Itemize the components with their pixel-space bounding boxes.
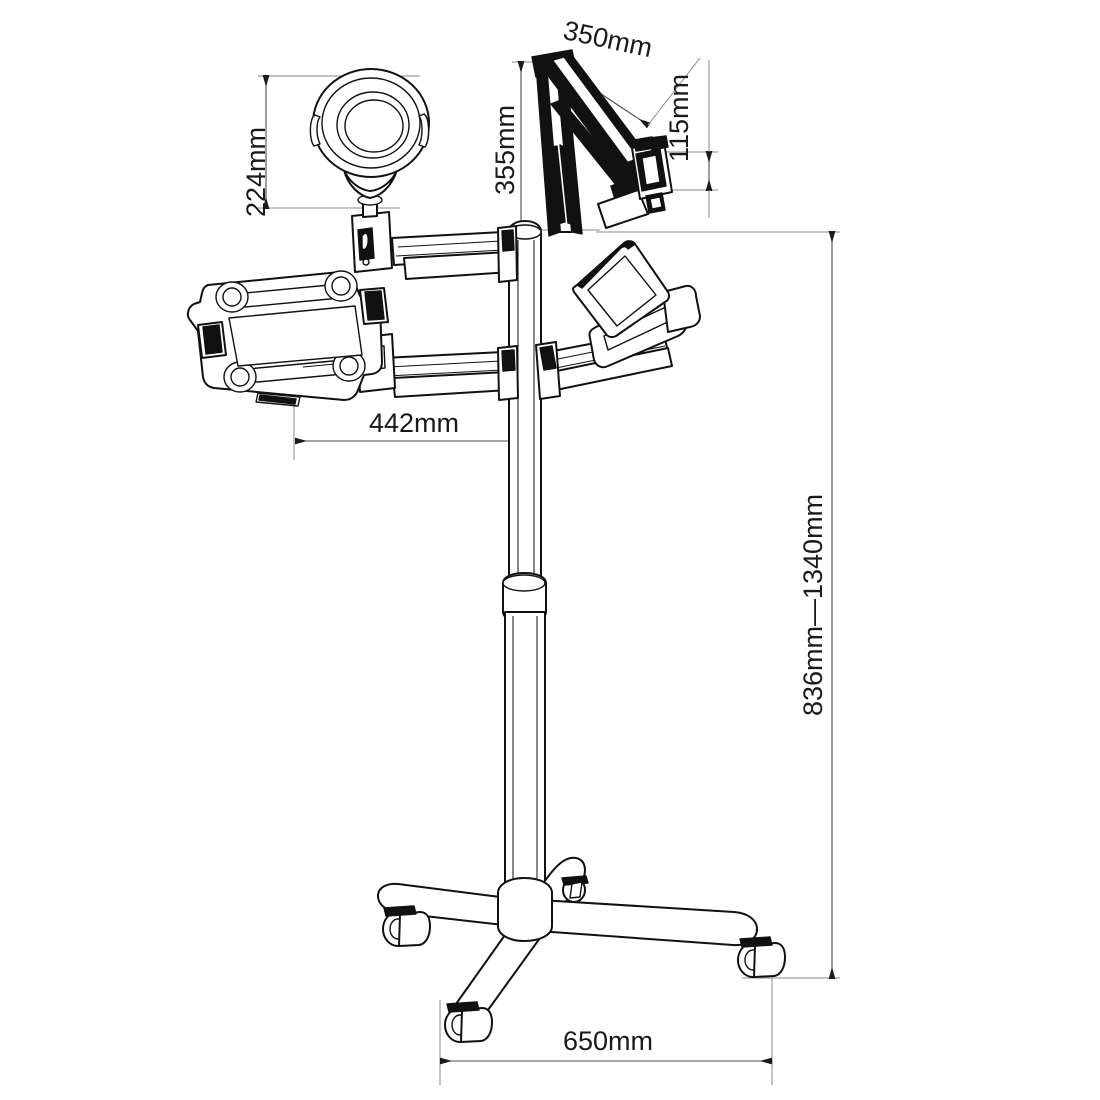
tablet-holder-assembly: [535, 240, 701, 400]
tablet-cradle-lip: [662, 284, 701, 333]
base-hub: [497, 877, 553, 942]
spring-arm-base-plate: [597, 189, 649, 229]
four-leg-caster-base: [377, 856, 786, 1043]
dim-label-224: 224mm: [241, 127, 271, 217]
ring-light-pivot-right: [418, 113, 430, 148]
ring-light-assembly: [309, 68, 518, 283]
caster-wheel-left: [382, 905, 431, 947]
dim-leader-350: [647, 57, 701, 126]
spring-cylinder-a: [546, 145, 566, 226]
base-leg-right: [537, 899, 758, 947]
column-assembly: [502, 220, 547, 906]
laptop-tray-assembly: [186, 270, 519, 407]
lower-column-tube: [504, 611, 546, 906]
caster-wheel-rear: [561, 875, 589, 903]
caster-wheels: [382, 875, 786, 1043]
spring-cylinder-b: [559, 144, 579, 227]
ring-light-aperture: [344, 99, 404, 153]
camera-phone-clamp: [631, 135, 673, 214]
dim-label-650: 650mm: [563, 1026, 653, 1056]
laptop-tray-plate: [186, 270, 389, 407]
dim-label-height-range: 836mm—1340mm: [798, 494, 828, 716]
articulated-spring-arm-assembly: [531, 49, 673, 237]
dim-label-115: 115mm: [664, 74, 694, 162]
ring-light-pivot-left: [309, 114, 321, 147]
caster-wheel-front: [444, 1001, 493, 1043]
caster-wheel-right: [737, 936, 786, 978]
dim-label-355: 355mm: [490, 105, 520, 195]
dimension-labels: 224mm 350mm 355mm 115mm 442mm 836mm—1340…: [241, 15, 828, 1056]
dim-label-442: 442mm: [369, 408, 459, 438]
